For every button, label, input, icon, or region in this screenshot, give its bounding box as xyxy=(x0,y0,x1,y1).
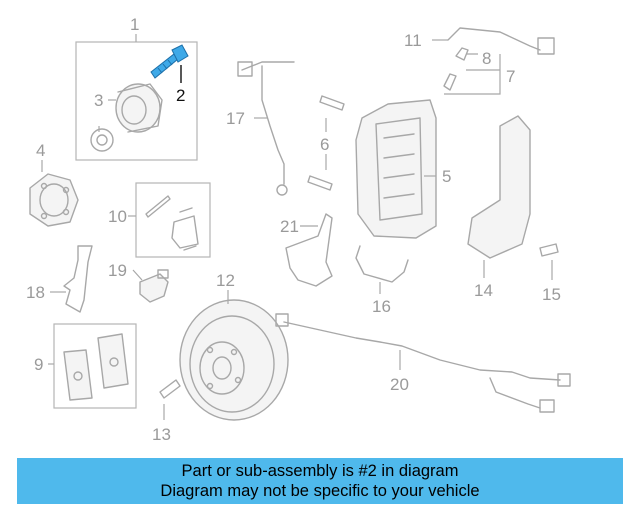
part-16-spring-drawing xyxy=(355,245,409,294)
part-9-assembly xyxy=(48,323,137,409)
part-15-bolt-drawing xyxy=(539,243,559,280)
part-10-box xyxy=(135,182,211,258)
part-1-assembly xyxy=(75,34,198,161)
callout-21: 21 xyxy=(280,217,299,236)
callout-20: 20 xyxy=(390,375,409,394)
part-14-shield-drawing xyxy=(467,115,531,278)
callout-9: 9 xyxy=(34,355,43,374)
callout-12: 12 xyxy=(216,271,235,290)
callout-10: 10 xyxy=(108,207,127,226)
part-18-bracket-drawing xyxy=(50,245,93,313)
part-10-assembly xyxy=(128,182,211,258)
part-4-hub-drawing xyxy=(29,160,79,227)
banner-line-2: Diagram may not be specific to your vehi… xyxy=(160,482,480,500)
part-5-caliper-drawing xyxy=(355,99,437,239)
part-21-bracket-drawing xyxy=(285,213,333,287)
callout-6: 6 xyxy=(320,135,329,154)
banner-line-1: Part or sub-assembly is #2 in diagram xyxy=(181,462,459,480)
part-17-hose-drawing xyxy=(237,61,295,196)
part-11-sensor-wire-drawing xyxy=(432,27,555,95)
callout-15: 15 xyxy=(542,285,561,304)
callout-16: 16 xyxy=(372,297,391,316)
callout-19: 19 xyxy=(108,261,127,280)
part-19-sensor-drawing xyxy=(132,269,169,303)
part-20-harness-drawing xyxy=(275,313,571,413)
callout-17: 17 xyxy=(226,109,245,128)
callout-3: 3 xyxy=(94,91,103,110)
callout-5: 5 xyxy=(442,167,451,186)
wheel-bearing-drawing xyxy=(90,83,163,152)
part-9-box xyxy=(53,323,137,409)
part-13-bolt-drawing xyxy=(159,379,181,420)
callout-18: 18 xyxy=(26,283,45,302)
info-banner: Part or sub-assembly is #2 in diagram Di… xyxy=(17,458,623,504)
callout-8: 8 xyxy=(482,49,491,68)
callout-1: 1 xyxy=(130,15,139,34)
part-6-bolts-drawing xyxy=(307,95,345,191)
callout-2: 2 xyxy=(176,86,185,105)
bolt-2-highlighted-drawing[interactable] xyxy=(150,44,189,79)
callout-13: 13 xyxy=(152,425,171,444)
callout-4: 4 xyxy=(36,141,45,160)
callout-14: 14 xyxy=(474,281,493,300)
callout-11: 11 xyxy=(404,31,422,50)
part-12-rotor-drawing xyxy=(179,290,289,421)
callout-7: 7 xyxy=(506,67,515,86)
